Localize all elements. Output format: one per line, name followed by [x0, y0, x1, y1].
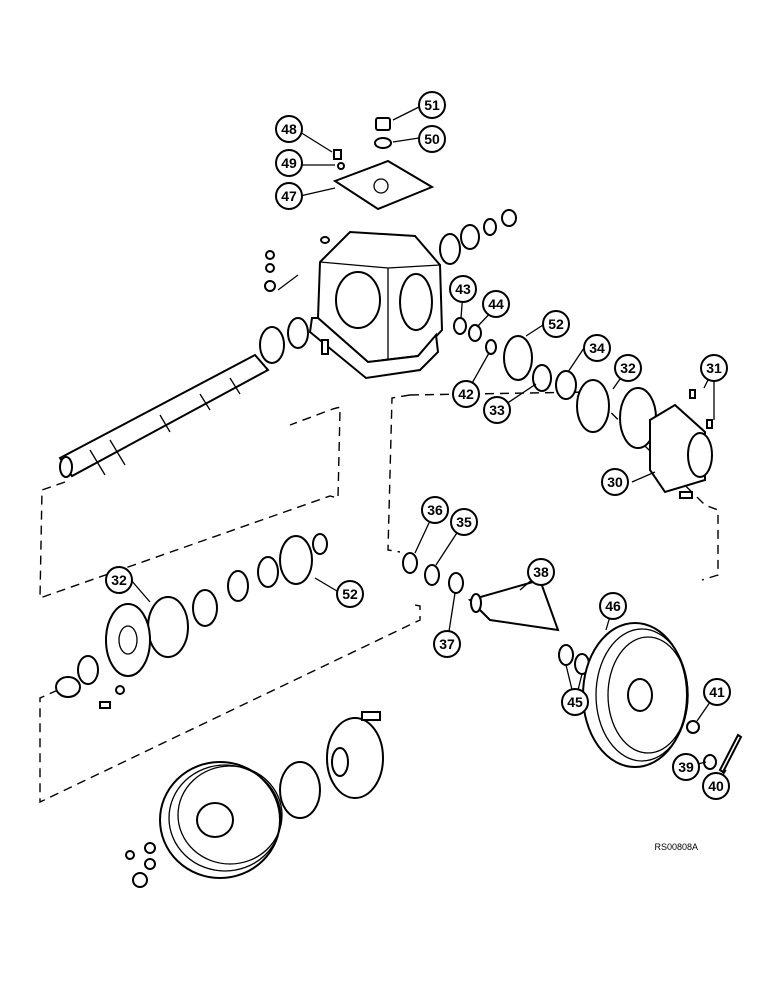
callout-number: 42: [458, 386, 474, 402]
left-bearing-stack: [55, 533, 328, 709]
gearbox-housing: [308, 230, 444, 380]
right-pulley: [582, 622, 743, 774]
callout-circle: [336, 580, 364, 608]
pulley-hub: [279, 711, 384, 819]
callout-52: 52: [542, 310, 570, 338]
callout-44: 44: [482, 290, 510, 318]
callout-circle: [275, 115, 303, 143]
callout-number: 39: [678, 759, 694, 775]
pinion-shaft-assembly: [402, 552, 590, 675]
callout-45: 45: [561, 688, 589, 716]
callout-circle: [700, 354, 728, 382]
callout-circle: [483, 396, 511, 424]
callout-circle: [542, 310, 570, 338]
cover-plate-port: [373, 178, 389, 194]
callout-39: 39: [672, 753, 700, 781]
callout-number: 47: [281, 188, 297, 204]
callout-number: 44: [488, 296, 504, 312]
callout-number: 30: [607, 474, 623, 490]
callout-35: 35: [450, 508, 478, 536]
callout-circle: [672, 753, 700, 781]
callout-50: 50: [418, 125, 446, 153]
callout-49: 49: [275, 149, 303, 177]
callout-32: 32: [614, 354, 642, 382]
callout-circle: [433, 630, 461, 658]
callout-43: 43: [449, 275, 477, 303]
callout-number: 52: [342, 586, 358, 602]
cover-screw: [333, 149, 345, 170]
callout-circle: [105, 566, 133, 594]
callout-number: 41: [709, 684, 725, 700]
callout-32: 32: [105, 566, 133, 594]
callout-37: 37: [433, 630, 461, 658]
callout-52: 52: [336, 580, 364, 608]
callout-30: 30: [601, 468, 629, 496]
callout-circle: [418, 125, 446, 153]
callout-circle: [583, 334, 611, 362]
callout-circle: [482, 290, 510, 318]
callout-number: 45: [567, 694, 583, 710]
callout-number: 36: [427, 502, 443, 518]
top-cover-plate: [332, 159, 435, 211]
callout-circle: [702, 772, 730, 800]
callout-circle: [275, 149, 303, 177]
callout-number: 38: [533, 564, 549, 580]
callout-51: 51: [418, 91, 446, 119]
phantom-line-shaft-left: [39, 406, 342, 599]
callout-number: 33: [489, 402, 505, 418]
callout-36: 36: [421, 496, 449, 524]
housing-hardware: [264, 250, 329, 355]
callout-31: 31: [700, 354, 728, 382]
callout-circle: [614, 354, 642, 382]
callout-number: 32: [111, 572, 127, 588]
left-pulley: [159, 761, 283, 879]
callout-circle: [450, 508, 478, 536]
callout-number: 32: [620, 360, 636, 376]
callout-number: 31: [706, 360, 722, 376]
main-splined-shaft: [58, 317, 309, 478]
callout-40: 40: [702, 772, 730, 800]
bevel-gear-assembly: [453, 317, 657, 449]
callout-46: 46: [599, 592, 627, 620]
callout-number: 49: [281, 155, 297, 171]
callout-circle: [421, 496, 449, 524]
callout-47: 47: [275, 182, 303, 210]
callout-number: 51: [424, 97, 440, 113]
callout-number: 52: [548, 316, 564, 332]
callout-number: 48: [281, 121, 297, 137]
callout-circle: [449, 275, 477, 303]
callout-42: 42: [452, 380, 480, 408]
callout-number: 34: [589, 340, 605, 356]
phantom-line-pulley-left: [39, 603, 421, 804]
callout-number: 35: [456, 514, 472, 530]
callout-number: 40: [708, 778, 724, 794]
callout-38: 38: [527, 558, 555, 586]
callout-34: 34: [583, 334, 611, 362]
callout-48: 48: [275, 115, 303, 143]
callout-circle: [599, 592, 627, 620]
callout-41: 41: [703, 678, 731, 706]
callout-circle: [452, 380, 480, 408]
callout-circle: [527, 558, 555, 586]
upper-bearing-stack: [439, 209, 517, 265]
callout-number: 43: [455, 281, 471, 297]
breather-plug: [374, 117, 392, 149]
callout-number: 37: [439, 636, 455, 652]
callout-circle: [703, 678, 731, 706]
callout-circle: [275, 182, 303, 210]
callout-number: 46: [605, 598, 621, 614]
bearing-cap-right: [649, 389, 713, 499]
drawing-reference-code: RS00808A: [654, 842, 698, 852]
callout-circle: [418, 91, 446, 119]
callout-number: 50: [424, 131, 440, 147]
callout-33: 33: [483, 396, 511, 424]
callout-circle: [601, 468, 629, 496]
callout-layer: 51 50 48 49 47 43 44 52 42 34 32 33 31 30 36 35 38 32 52 37…: [105, 91, 731, 800]
pulley-hardware: [125, 842, 156, 888]
callout-circle: [561, 688, 589, 716]
